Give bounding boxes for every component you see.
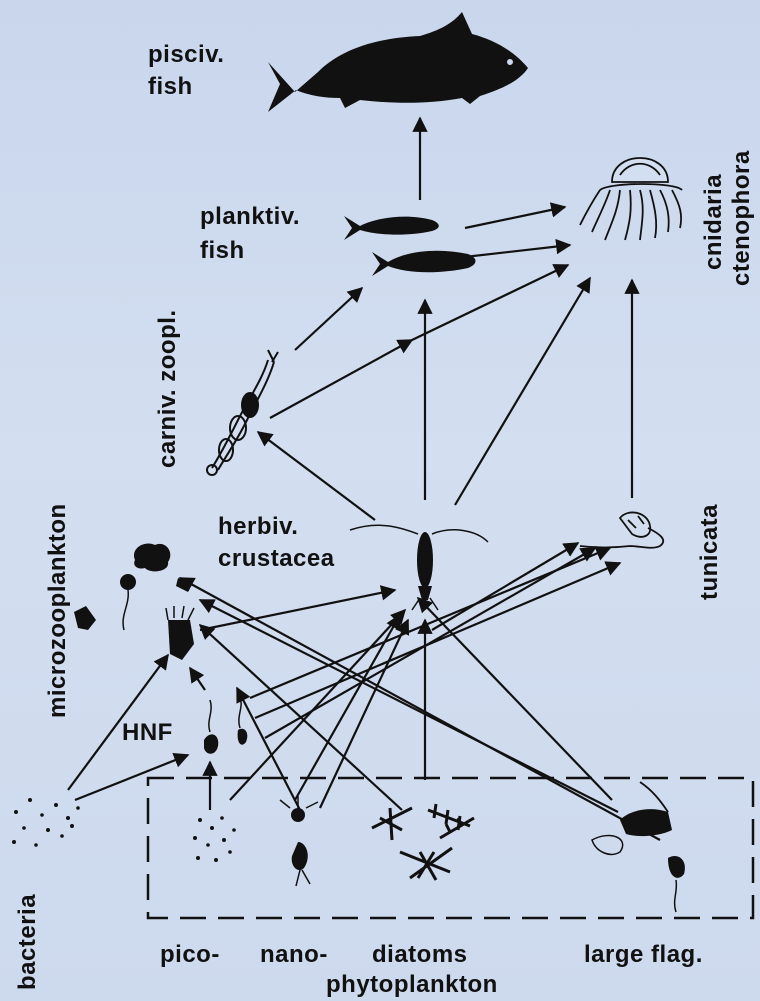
arrow [190, 668, 205, 690]
arrow [230, 610, 405, 800]
jellyfish-icon [580, 158, 682, 240]
arrow [255, 563, 620, 718]
arrow [320, 620, 408, 808]
hnf-label: HNF [122, 718, 173, 748]
pisciv-fish-label: fish [148, 72, 193, 102]
ctenophora-label: ctenophora [728, 150, 756, 286]
pico-label: pico- [160, 940, 220, 970]
nanoplankton-icon [280, 796, 318, 886]
cnidaria-label: cnidaria [700, 174, 728, 270]
arrow [418, 598, 612, 800]
carnivorous-zooplankton-icon [207, 350, 278, 475]
nano-label: nano- [260, 940, 328, 970]
arrow [412, 265, 568, 340]
ciliate-icon [74, 543, 194, 660]
picoplankton-icon [193, 816, 236, 862]
arrow [465, 207, 565, 228]
arrow [237, 688, 300, 810]
herbiv-label: herbiv. [218, 512, 298, 542]
arrow [432, 543, 578, 630]
hnf-icon [204, 696, 247, 754]
diatoms-label: diatoms [372, 940, 468, 970]
bacteria-label: bacteria [14, 894, 42, 990]
arrow [270, 340, 412, 418]
arrow [180, 578, 660, 840]
tunicate-icon [580, 512, 663, 547]
phytoplankton-label: phytoplankton [326, 970, 498, 1000]
arrow [258, 432, 375, 520]
planktiv-fish-label: fish [200, 236, 245, 266]
bacteria-dots-icon [12, 798, 80, 847]
diatom-icon [372, 804, 474, 880]
large-flag-label: large flag. [584, 940, 703, 970]
tunicata-label: tunicata [696, 504, 724, 600]
arrow [295, 288, 362, 350]
piscivorous-fish-icon [268, 12, 528, 112]
copepod-icon [350, 525, 488, 610]
planktivorous-fish-icon [344, 216, 476, 276]
arrow [455, 278, 590, 505]
crustacea-label: crustacea [218, 544, 335, 574]
pisciv-label: pisciv. [148, 40, 224, 70]
carniv-zoopl-label: carniv. zoopl. [154, 309, 182, 468]
large-flagellate-icon [592, 782, 685, 912]
microzooplankton-label: microzooplankton [44, 503, 72, 718]
arrow [200, 590, 395, 630]
planktiv-label: planktiv. [200, 202, 300, 232]
